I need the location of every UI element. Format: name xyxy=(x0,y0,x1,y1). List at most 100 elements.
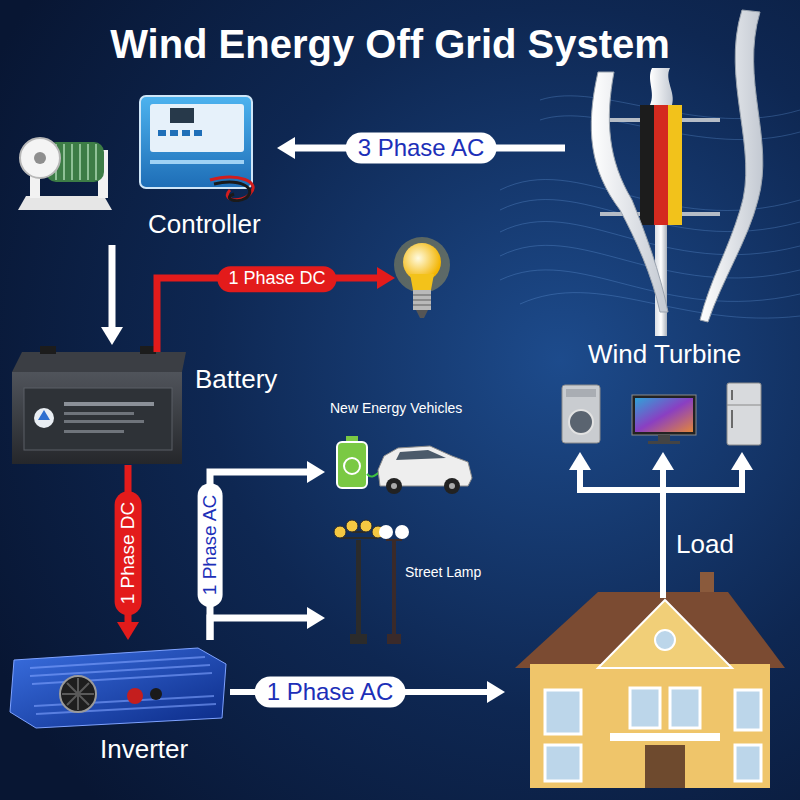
wire-label: Load xyxy=(676,529,734,560)
wind-turbine-figure xyxy=(591,72,668,312)
light-bulb xyxy=(413,295,431,305)
battery-figure xyxy=(24,388,172,450)
house-figure xyxy=(610,733,720,741)
load-label: Street Lamp xyxy=(405,564,481,580)
controller-unit xyxy=(140,96,253,201)
controller-unit xyxy=(214,182,250,200)
power-connector xyxy=(210,472,307,640)
inverter-figure xyxy=(30,657,216,714)
battery-figure xyxy=(12,346,186,464)
controller-unit xyxy=(170,130,178,136)
appliance-icons xyxy=(731,390,733,428)
battery-figure xyxy=(38,410,50,420)
label-holder: 1 Phase DC xyxy=(217,266,336,292)
appliance-icons xyxy=(566,389,596,397)
house-figure xyxy=(655,630,675,650)
inverter-figure xyxy=(10,648,226,728)
street-lamp-figure xyxy=(346,520,358,532)
component-label: Wind Turbine xyxy=(588,340,741,370)
appliance-icons xyxy=(632,395,696,435)
appliance-icons xyxy=(658,435,670,441)
appliance-icons xyxy=(727,383,761,445)
edge-label: 1 Phase AC xyxy=(198,483,223,607)
power-wire xyxy=(157,278,745,692)
battery-figure xyxy=(64,430,124,433)
street-lamp-figure xyxy=(350,634,367,644)
battery-figure xyxy=(34,408,54,428)
house-figure xyxy=(598,600,732,668)
electric-vehicle xyxy=(444,478,460,494)
house-figure xyxy=(530,664,770,788)
street-lamp-figure xyxy=(334,520,409,644)
electric-vehicle xyxy=(344,458,360,474)
appliance-icons xyxy=(635,398,693,432)
house-figure xyxy=(735,745,761,781)
resistor-symbol xyxy=(34,152,46,164)
appliance-icons xyxy=(648,441,680,444)
house-figure xyxy=(645,745,685,788)
light-bulb xyxy=(394,237,450,318)
component-label: Inverter xyxy=(100,735,188,765)
street-lamp-figure xyxy=(379,525,393,539)
wind-turbine-figure xyxy=(654,105,668,225)
electric-vehicle xyxy=(386,478,402,494)
component-box: Wind Turbine xyxy=(565,5,785,374)
electric-vehicle xyxy=(391,483,397,489)
street-lamp-figure xyxy=(392,540,396,638)
resistor-symbol xyxy=(56,144,96,180)
power-wire xyxy=(577,470,583,490)
inverter-figure xyxy=(60,676,96,712)
power-connector xyxy=(210,618,307,640)
power-wire xyxy=(660,470,666,490)
component-label: Controller xyxy=(148,210,261,240)
edge-label-holder: 1 Phase AC xyxy=(198,483,223,607)
appliance-icons xyxy=(562,383,761,445)
component-box: Inverter xyxy=(8,640,230,770)
label-holder: Load xyxy=(676,529,734,560)
house-figure xyxy=(545,745,581,781)
electric-vehicle xyxy=(337,442,367,488)
component-box: New Energy Vehicles xyxy=(325,398,480,495)
street-lamp-figure xyxy=(334,526,346,538)
component-label: Battery xyxy=(195,365,277,395)
controller-unit xyxy=(182,130,190,136)
house-figure xyxy=(670,688,700,728)
street-lamp-figure xyxy=(387,634,401,644)
edge-label-holder: 3 Phase AC xyxy=(346,133,497,164)
battery-figure xyxy=(40,346,56,354)
wire-label: 1 Phase DC xyxy=(217,266,336,292)
component-box: Controller xyxy=(15,90,277,245)
power-wire xyxy=(577,490,745,598)
appliance-icons xyxy=(562,385,600,443)
diagram-title: Wind Energy Off Grid System xyxy=(0,0,780,68)
house-figure xyxy=(630,688,660,728)
electric-vehicle xyxy=(396,450,446,460)
battery-figure xyxy=(64,402,154,406)
wind-turbine-figure xyxy=(668,105,682,225)
light-bulb xyxy=(410,274,434,290)
component-box: Battery xyxy=(8,345,293,465)
resistor-symbol xyxy=(18,196,112,210)
battery-figure xyxy=(64,412,134,415)
street-lamp-figure xyxy=(360,520,372,532)
power-connector xyxy=(109,245,116,327)
controller-unit xyxy=(158,130,166,136)
wind-turbine-figure xyxy=(640,105,654,225)
controller-unit xyxy=(150,160,244,164)
battery-figure xyxy=(12,372,182,464)
inverter-figure xyxy=(150,688,162,700)
street-lamp-figure xyxy=(356,540,361,638)
house-figure xyxy=(515,592,785,668)
inverter-figure xyxy=(127,688,143,704)
appliance-icons xyxy=(727,405,761,406)
controller-unit xyxy=(170,108,194,123)
wind-turbine-figure xyxy=(650,68,673,105)
light-bulb xyxy=(394,237,450,293)
battery-figure xyxy=(12,352,186,372)
controller-unit xyxy=(210,177,253,200)
house-figure xyxy=(515,572,785,788)
wire-label: 1 Phase AC xyxy=(255,677,406,708)
edge-label: 1 Phase DC xyxy=(115,490,142,614)
